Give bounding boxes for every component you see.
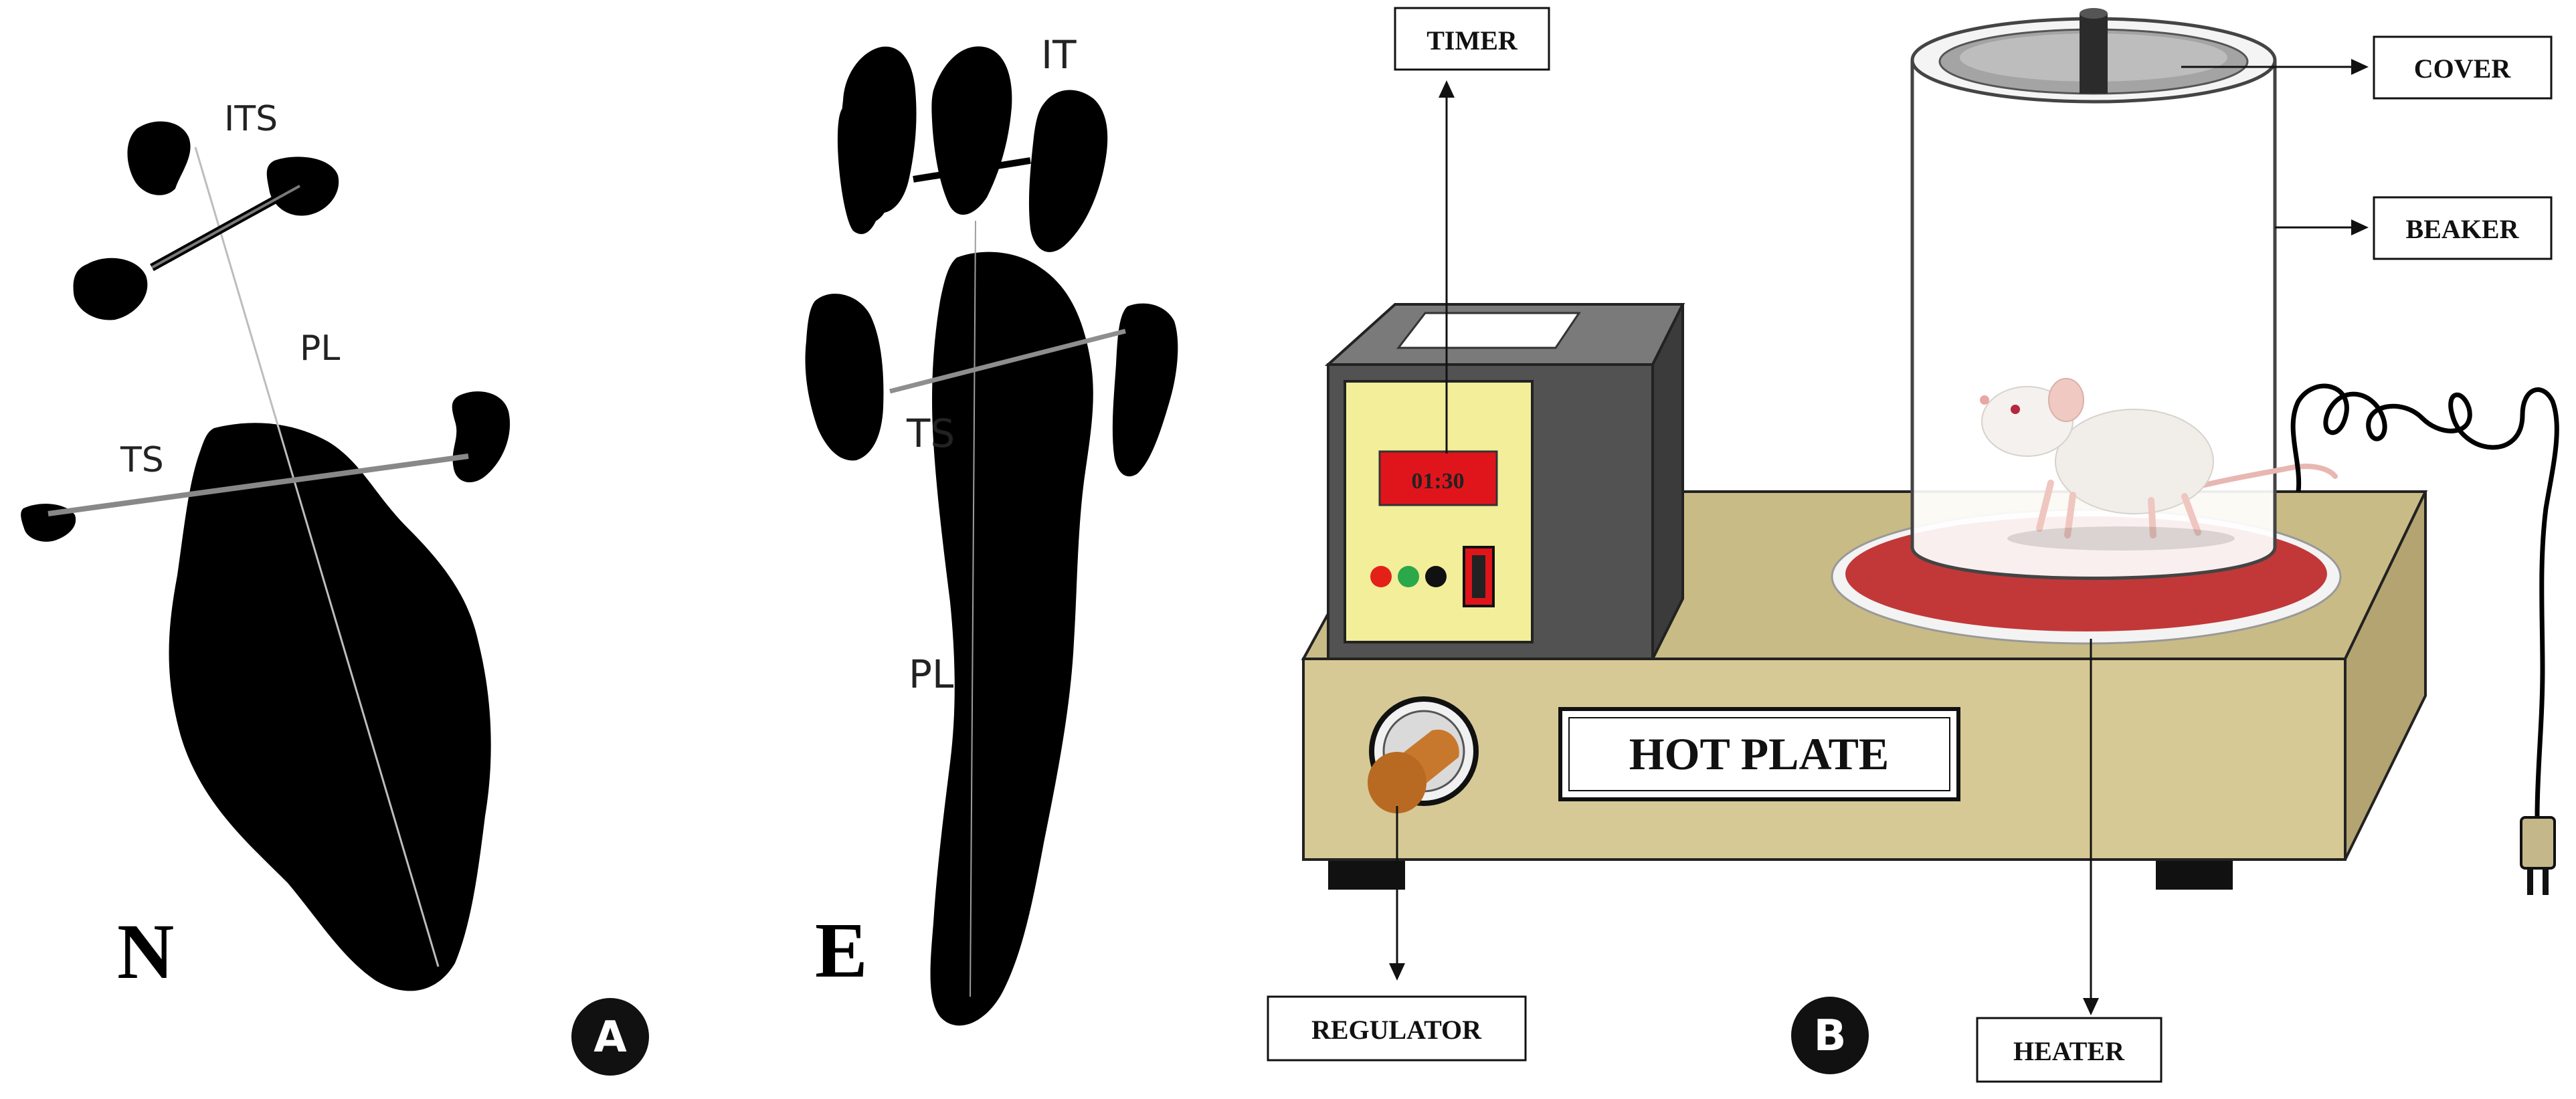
beaker-callout-arrow <box>2351 219 2369 235</box>
panel-a-badge-letter: A <box>593 1013 627 1062</box>
normal-its-line <box>151 185 300 269</box>
beaker-cover-handle <box>2080 13 2108 94</box>
cover-callout-box <box>2373 35 2553 100</box>
hot-plate-label-box <box>1558 707 1960 801</box>
mouse-tail <box>2189 464 2338 491</box>
normal-group-label: N <box>117 908 174 995</box>
panel-b-badge-letter: B <box>1814 1011 1847 1061</box>
exp-toe-pad-2 <box>1028 90 1108 252</box>
normal-heel-pad <box>169 423 491 991</box>
panel-b-badge-circle <box>1791 997 1869 1074</box>
exp-group-label: E <box>815 906 868 994</box>
exp-toe-pad-4 <box>837 106 883 234</box>
mouse-shadow <box>2007 526 2235 551</box>
exp-pl-line <box>970 220 976 997</box>
exp-it-bar <box>913 157 1031 183</box>
callouts: TIMER COVER BEAKER REGULATOR HEATER <box>1267 7 2553 1083</box>
normal-toe-pad-4 <box>452 391 511 483</box>
exp-ts-line <box>889 328 1126 394</box>
normal-ts-label: TS <box>120 440 164 480</box>
timer-led-red <box>1370 566 1392 587</box>
normal-toe-pad-1 <box>127 121 191 195</box>
regulator-callout-box <box>1267 995 1527 1062</box>
timer-box-window <box>1396 312 1581 349</box>
timer-display <box>1378 450 1498 506</box>
power-cord <box>2290 383 2559 817</box>
exp-toe-pad-7 <box>805 294 884 461</box>
beaker-callout-box <box>2373 196 2553 260</box>
exp-it-label: IT <box>1041 32 1077 78</box>
mouse-body <box>2055 409 2214 514</box>
exp-pl-label: PL <box>909 652 953 697</box>
normal-footprint: ITS PL TS N <box>21 99 511 995</box>
experimental-footprint: IT TS PL E <box>805 32 1178 1026</box>
regulator-callout-label: REGULATOR <box>1311 1015 1482 1045</box>
exp-toe-pad-8 <box>1112 303 1178 477</box>
normal-pl-label: PL <box>300 328 340 369</box>
cover-callout-label: COVER <box>2414 54 2512 84</box>
mouse-ear <box>2048 378 2084 422</box>
heater-callout-box <box>1976 1017 2163 1083</box>
timer-led-green <box>1398 566 1419 587</box>
mouse-nose <box>1980 395 1989 405</box>
hot-plate-label: HOT PLATE <box>1629 728 1890 779</box>
exp-toe-pad-6 <box>931 46 1012 215</box>
timer-switch-slot <box>1472 555 1485 598</box>
normal-toe-pad-3 <box>73 258 148 320</box>
hot-plate-apparatus: 01:30 HOT PLATE <box>1301 8 2559 895</box>
panel-a-badge: A <box>571 998 649 1076</box>
exp-ts-label: TS <box>906 411 955 456</box>
timer-callout-box <box>1394 7 1550 71</box>
mouse <box>1980 378 2338 551</box>
beaker-cover-handle-top <box>2080 8 2108 19</box>
cover-callout-arrow <box>2351 59 2369 75</box>
timer-box-side <box>1651 304 1684 660</box>
timer-face <box>1344 380 1534 643</box>
timer-led-black <box>1425 566 1447 587</box>
mouse-legs <box>2036 480 2201 538</box>
hot-plate-side <box>2344 491 2427 860</box>
regulator-callout-arrow <box>1389 963 1405 981</box>
power-plug-prong-1 <box>2527 868 2533 895</box>
heater-callout-arrow <box>2083 998 2099 1015</box>
regulator-knob-cap <box>1368 752 1427 813</box>
timer-callout-label: TIMER <box>1427 25 1518 56</box>
beaker-callout-label: BEAKER <box>2406 214 2520 244</box>
panel-b-badge: B <box>1791 997 1869 1074</box>
normal-pl-line <box>194 146 440 967</box>
panel-a-badge-circle <box>571 998 649 1076</box>
heater-callout-label: HEATER <box>2013 1036 2125 1066</box>
mouse-eye <box>2011 405 2020 414</box>
exp-toe-pad-5 <box>861 68 899 195</box>
normal-ts-line <box>48 454 469 516</box>
timer-display-text: 01:30 <box>1411 469 1464 494</box>
normal-its-label: ITS <box>224 99 278 139</box>
power-plug <box>2520 816 2556 870</box>
normal-toe-pad-2 <box>266 157 339 216</box>
hot-plate-label-inner <box>1568 717 1950 791</box>
exp-sole-pad <box>930 252 1093 1026</box>
timer-callout-arrow <box>1439 80 1455 98</box>
power-plug-prong-2 <box>2543 868 2549 895</box>
